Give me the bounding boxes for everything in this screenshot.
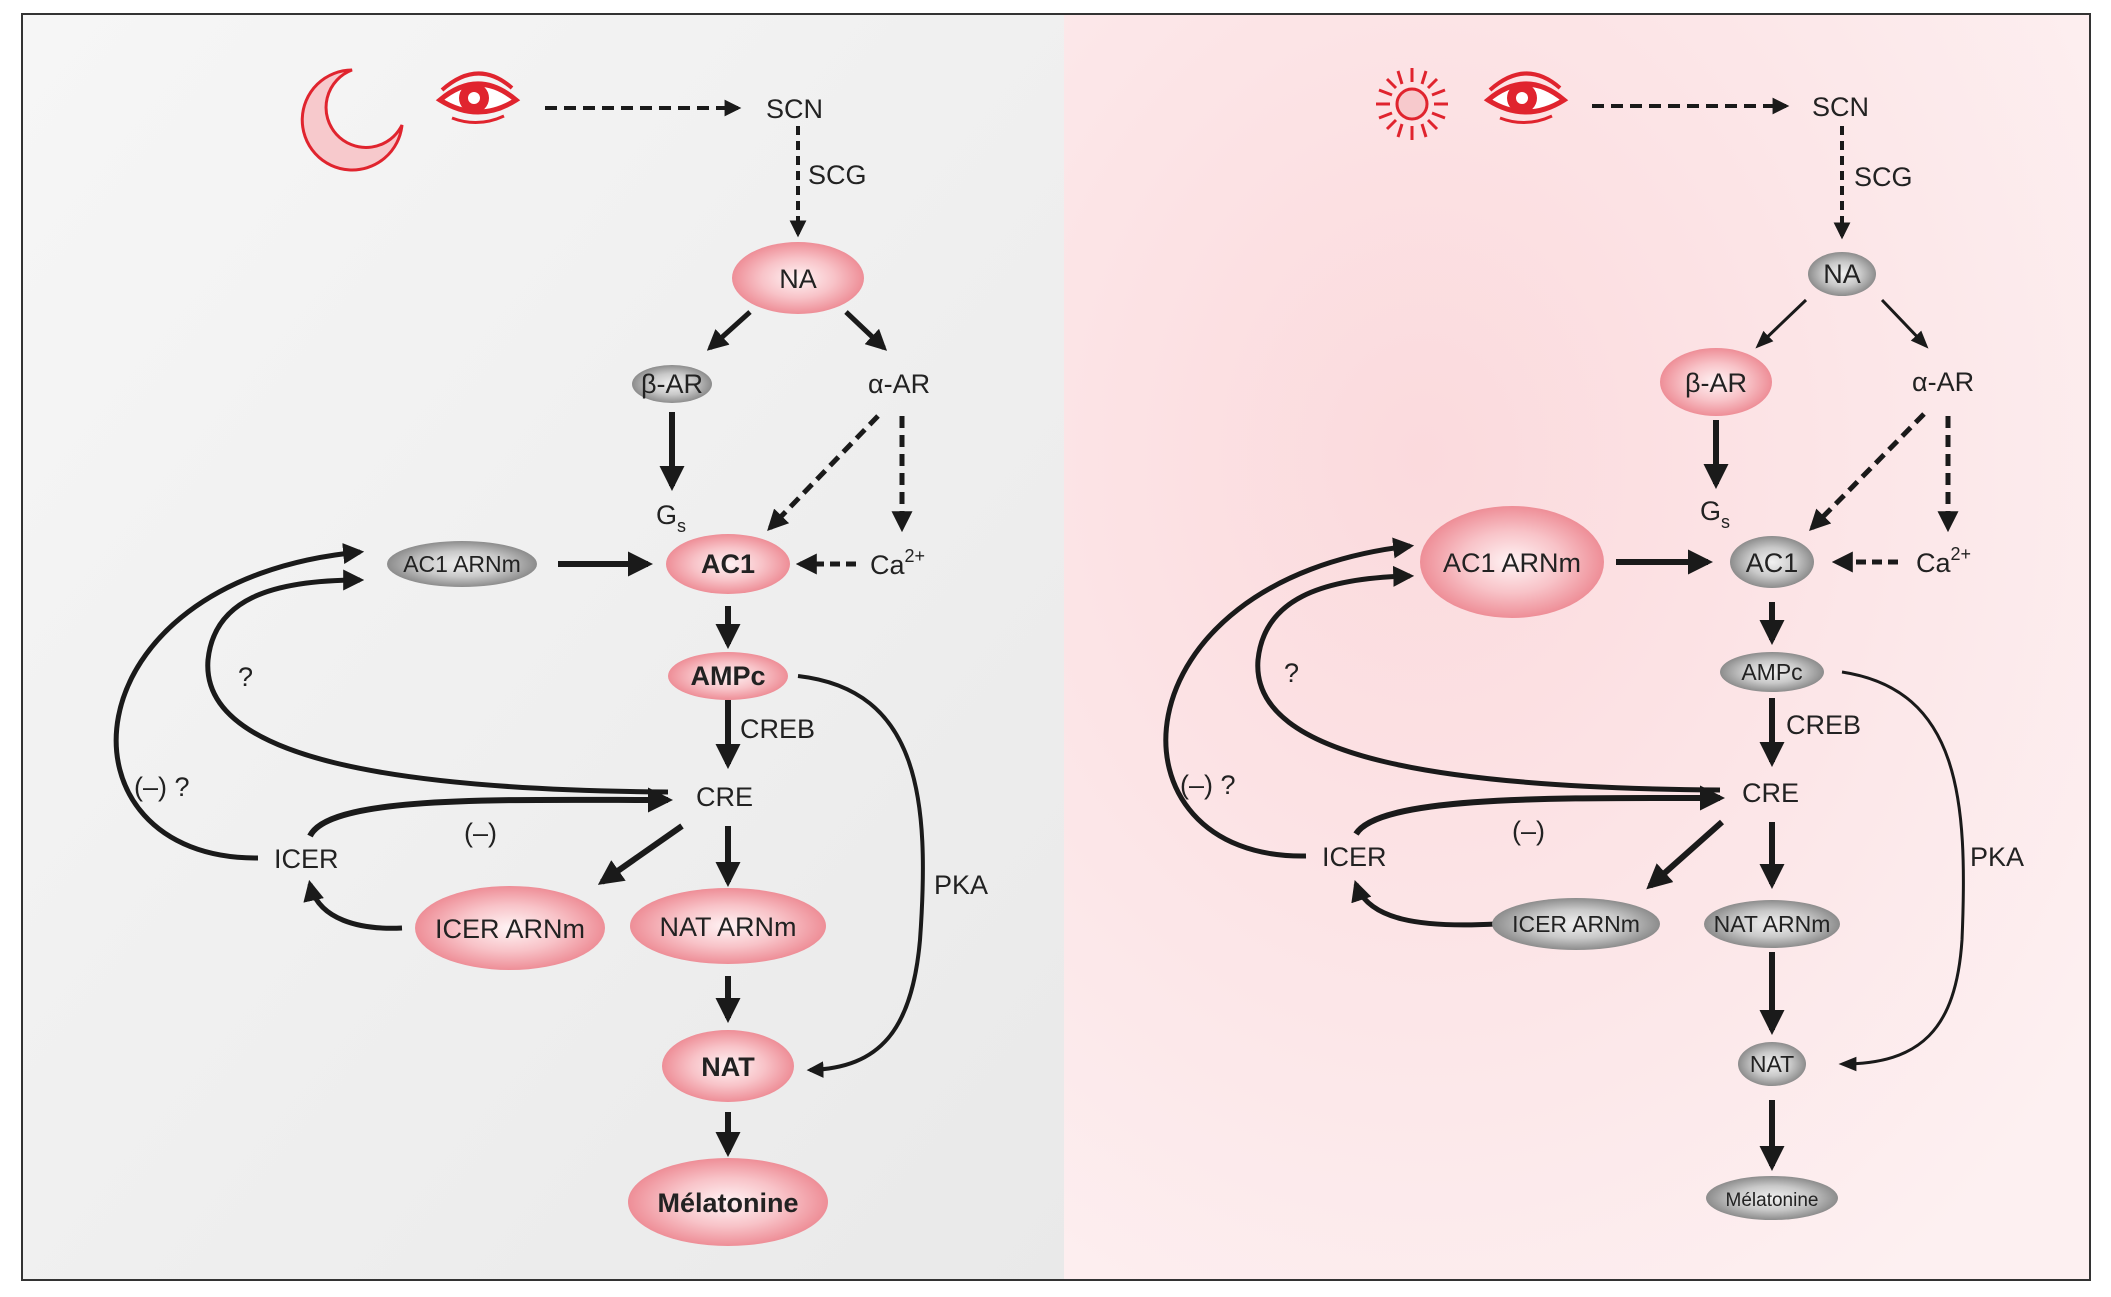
node-label: AC1 — [1746, 548, 1799, 578]
day-arrows — [1163, 97, 1965, 1172]
node-label: AC1 ARNm — [403, 551, 521, 577]
node-label: NAT ARNm — [659, 912, 796, 942]
label-creb: CREB — [1786, 710, 1861, 740]
arrow-alpha-ac1 — [1809, 412, 1926, 531]
label-neg-question: (–) ? — [134, 772, 190, 802]
label-gs: Gs — [1700, 496, 1730, 532]
node-ampc: AMPc — [1720, 652, 1824, 692]
node-nat: NAT — [662, 1030, 794, 1102]
label-question: ? — [1284, 658, 1299, 688]
arrow-icer-ac1arnm-neg — [113, 543, 365, 861]
arrow-na-alpha — [844, 310, 888, 351]
label-scg: SCG — [1854, 162, 1913, 192]
label-scg: SCG — [808, 160, 867, 190]
arrow-cre-icerarnm — [1646, 819, 1724, 890]
arrow-icer-ac1arnm-neg — [1163, 537, 1415, 859]
arrow-na-beta — [706, 310, 752, 351]
node-label: β-AR — [641, 369, 703, 399]
eye-icon — [435, 71, 521, 124]
label-ca: Ca2+ — [1916, 544, 1971, 578]
day-panel-background — [1064, 15, 2089, 1279]
node-na: NA — [1808, 252, 1876, 296]
label-neg: (–) — [1512, 816, 1545, 846]
label-neg-question: (–) ? — [1180, 770, 1236, 800]
arrow-icer-cre-neg — [307, 787, 674, 838]
label-scn: SCN — [766, 94, 823, 124]
label-icer: ICER — [274, 844, 339, 874]
label-cre: CRE — [696, 782, 753, 812]
arrow-na-beta — [1755, 298, 1808, 349]
arrow-icer-cre-neg — [1353, 785, 1726, 836]
arrow-icerarnm-icer — [1351, 880, 1497, 928]
label-alpha-ar: α-AR — [1912, 367, 1974, 397]
node-label: NA — [1823, 259, 1861, 289]
label-cre: CRE — [1742, 778, 1799, 808]
label-ca: Ca2+ — [870, 546, 925, 580]
label-alpha-ar: α-AR — [868, 369, 930, 399]
node-label: AMPc — [1741, 659, 1802, 685]
node-label: ICER ARNm — [435, 914, 585, 944]
node-ac1: AC1 — [1730, 536, 1814, 588]
figure-frame — [21, 13, 2091, 1281]
node-ac1-arnm: AC1 ARNm — [1420, 506, 1604, 618]
eye-icon — [1483, 71, 1569, 124]
night-panel: NA β-AR AC1 ARNm AC1 AMPc ICER ARNm NAT … — [23, 15, 1064, 1279]
arrow-alpha-ac1 — [767, 414, 880, 532]
label-creb: CREB — [740, 714, 815, 744]
node-label: AC1 — [701, 549, 755, 579]
label-icer: ICER — [1322, 842, 1387, 872]
node-label: ICER ARNm — [1512, 911, 1640, 937]
sun-icon — [1376, 68, 1448, 140]
arrow-cre-ac1arnm-q — [1255, 565, 1721, 793]
arrow-ampc-nat-pka — [1838, 670, 1965, 1072]
node-na: NA — [732, 242, 864, 314]
node-nat-arnm: NAT ARNm — [1704, 900, 1840, 948]
node-nat: NAT — [1738, 1042, 1806, 1086]
arrow-ampc-nat-pka — [797, 674, 925, 1079]
label-neg: (–) — [464, 818, 497, 848]
arrow-cre-icerarnm — [597, 823, 684, 885]
node-label: Mélatonine — [1726, 1190, 1819, 1211]
label-question: ? — [238, 662, 253, 692]
node-label: AC1 ARNm — [1443, 548, 1581, 578]
node-label: β-AR — [1685, 368, 1747, 398]
node-beta-ar: β-AR — [632, 365, 712, 403]
node-label: NAT — [1750, 1051, 1794, 1077]
arrow-na-alpha — [1880, 298, 1929, 349]
node-icer-arnm: ICER ARNm — [415, 886, 605, 970]
node-label: Mélatonine — [657, 1188, 798, 1218]
node-icer-arnm: ICER ARNm — [1492, 898, 1660, 950]
day-panel: NA β-AR AC1 ARNm AC1 AMPc ICER ARNm NAT … — [1064, 15, 2089, 1279]
node-ac1-arnm: AC1 ARNm — [387, 541, 537, 587]
node-melatonine: Mélatonine — [628, 1158, 828, 1246]
arrow-icerarnm-icer — [303, 879, 403, 931]
label-scn: SCN — [1812, 92, 1869, 122]
node-beta-ar: β-AR — [1660, 348, 1772, 416]
node-label: NAT — [701, 1052, 755, 1082]
night-panel-background — [23, 15, 1064, 1279]
arrow-cre-ac1arnm-q — [205, 569, 669, 795]
node-label: AMPc — [690, 661, 765, 691]
moon-icon — [300, 68, 404, 172]
night-arrows — [113, 99, 925, 1158]
label-pka: PKA — [1970, 842, 2024, 872]
node-label: NAT ARNm — [1714, 911, 1831, 937]
node-nat-arnm: NAT ARNm — [630, 888, 826, 964]
node-melatonine: Mélatonine — [1706, 1176, 1838, 1220]
node-ac1: AC1 — [666, 534, 790, 594]
label-pka: PKA — [934, 870, 988, 900]
label-gs: Gs — [656, 500, 686, 536]
node-label: NA — [779, 264, 817, 294]
node-ampc: AMPc — [668, 652, 788, 700]
